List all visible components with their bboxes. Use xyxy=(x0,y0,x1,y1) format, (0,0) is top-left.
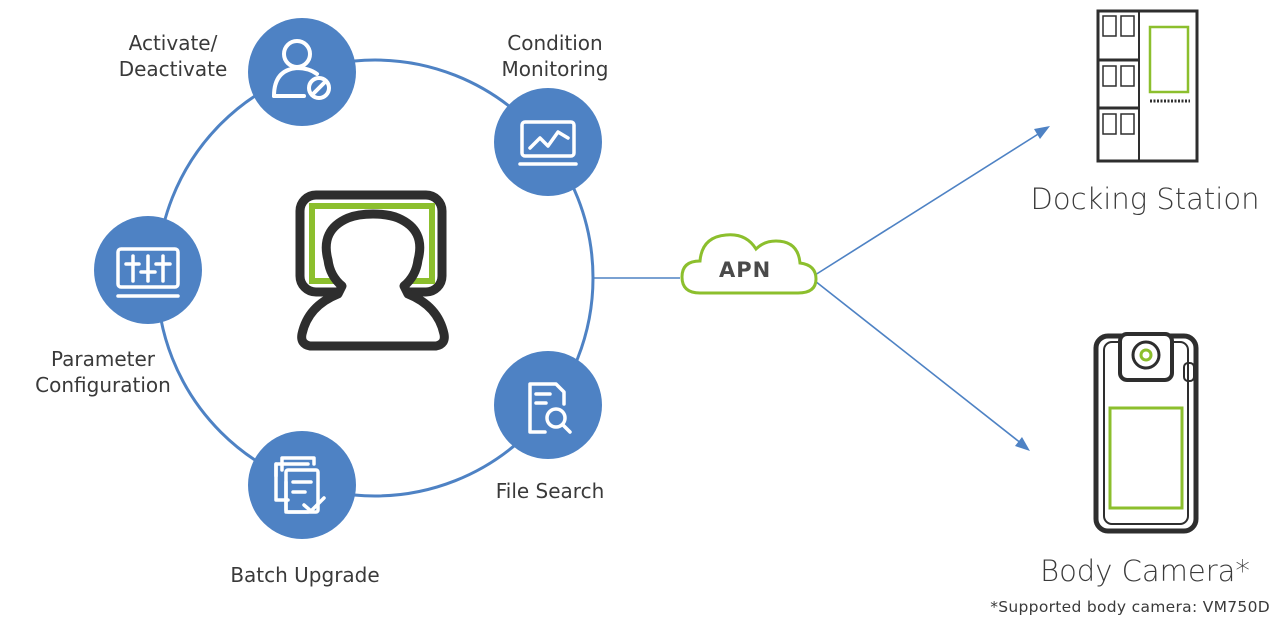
activate-label-line1: Activate/ xyxy=(128,31,218,55)
apn-to-docking-arrow xyxy=(814,126,1050,276)
condition-monitoring-node xyxy=(494,88,602,196)
document-stack-check-icon xyxy=(274,456,326,514)
user-block-icon xyxy=(272,39,331,100)
activate-deactivate-node xyxy=(248,18,356,126)
sliders-panel-icon xyxy=(116,247,180,298)
docking-station-icon xyxy=(1096,9,1199,163)
docking-station-label: Docking Station xyxy=(1030,182,1260,216)
file-search-label: File Search xyxy=(495,479,605,503)
parameter-label-line1: Parameter xyxy=(50,347,156,371)
activate-deactivate-label: Activate/ Deactivate xyxy=(108,30,238,82)
monitor-chart-icon xyxy=(518,120,578,166)
condition-label-line1: Condition xyxy=(507,31,603,55)
condition-monitoring-label: Condition Monitoring xyxy=(490,30,620,82)
apn-cloud-icon xyxy=(680,233,818,295)
file-search-node xyxy=(494,351,602,459)
parameter-label-line2: Configuration xyxy=(35,373,171,397)
batch-upgrade-node xyxy=(248,431,356,539)
apn-to-camera-arrow xyxy=(814,280,1030,451)
condition-label-line2: Monitoring xyxy=(501,57,609,81)
body-camera-label: Body Camera* xyxy=(1040,554,1250,588)
body-camera-icon xyxy=(1093,332,1199,534)
parameter-configuration-label: Parameter Configuration xyxy=(18,346,188,398)
file-magnifier-icon xyxy=(528,382,572,434)
parameter-configuration-node xyxy=(94,216,202,324)
apn-label: APN xyxy=(719,258,772,282)
batch-upgrade-label: Batch Upgrade xyxy=(230,563,380,587)
operator-monitor-icon xyxy=(295,190,449,351)
activate-label-line2: Deactivate xyxy=(118,57,228,81)
supported-camera-footnote: *Supported body camera: VM750D xyxy=(990,598,1270,616)
